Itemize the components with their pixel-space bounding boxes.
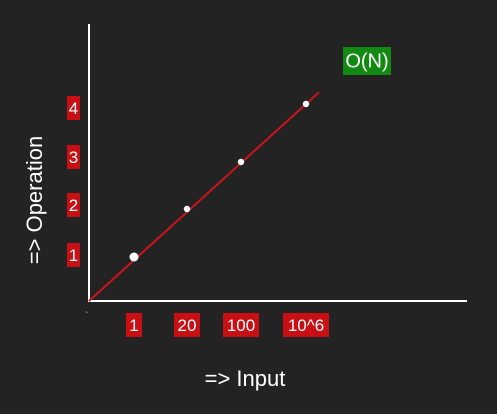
x-tick-text: 20 — [178, 316, 197, 335]
x-tick-text: 10^6 — [288, 316, 324, 335]
data-points — [129, 100, 310, 262]
y-tick-background — [67, 96, 80, 120]
y-tick-text: 3 — [69, 148, 78, 167]
x-tick-background — [223, 313, 259, 337]
y-tick-text: 2 — [69, 196, 78, 215]
x-axis-label: => Input — [205, 366, 286, 391]
x-tick-label: 10^6 — [283, 313, 329, 337]
legend-label: O(N) — [345, 51, 388, 73]
x-tick-background — [126, 313, 142, 337]
x-tick-text: 1 — [129, 316, 138, 335]
data-point — [237, 158, 245, 166]
data-point — [183, 205, 191, 213]
y-tick-label: 2 — [67, 193, 80, 217]
y-tick-label: 1 — [67, 243, 80, 267]
y-tick-label: 4 — [67, 96, 80, 120]
y-tick-labels: 1 2 3 4 — [67, 96, 80, 267]
x-tick-label: 100 — [223, 313, 259, 337]
data-point — [302, 100, 310, 108]
data-point — [129, 252, 139, 262]
y-tick-label: 3 — [67, 145, 80, 169]
legend-background — [343, 47, 391, 75]
legend: O(N) — [343, 47, 391, 75]
stray-mark: ` — [85, 310, 88, 322]
y-tick-background — [67, 145, 80, 169]
y-tick-text: 1 — [69, 246, 78, 265]
x-tick-labels: 1 20 100 10^6 — [126, 313, 329, 337]
x-tick-text: 100 — [227, 316, 255, 335]
x-tick-background — [283, 313, 329, 337]
y-tick-text: 4 — [69, 99, 78, 118]
y-axis-label: => Operation — [22, 136, 47, 264]
y-tick-background — [67, 243, 80, 267]
o-n-series-line — [88, 91, 320, 302]
x-tick-label: 20 — [174, 313, 200, 337]
x-tick-background — [174, 313, 200, 337]
y-tick-background — [67, 193, 80, 217]
x-tick-label: 1 — [126, 313, 142, 337]
